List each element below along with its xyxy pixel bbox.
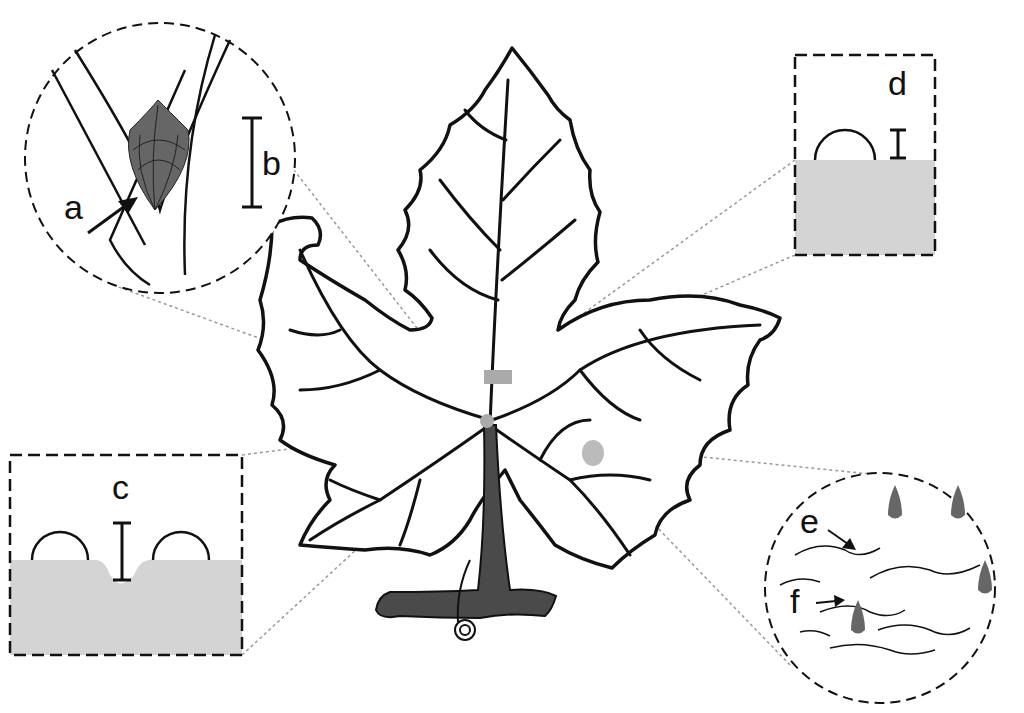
tendril-loop — [460, 625, 470, 635]
leaf-veins — [290, 80, 760, 555]
pointer-arrow — [816, 601, 836, 603]
sample-marker — [484, 370, 512, 384]
tendril-loop — [455, 620, 475, 640]
depth-bar — [113, 523, 131, 580]
trichomes — [851, 485, 992, 634]
tissue-section — [795, 160, 935, 255]
cell-dome — [153, 532, 209, 560]
cell-dome — [815, 130, 875, 160]
arrowhead — [118, 197, 138, 214]
callout-letter: b — [262, 146, 281, 180]
pointer-arrow — [828, 530, 848, 544]
inset-box — [795, 55, 935, 255]
sample-marker — [480, 414, 494, 428]
cell-dome — [32, 532, 88, 560]
hairs — [780, 546, 980, 654]
vein-fork — [52, 35, 230, 285]
inset-box-border — [10, 455, 242, 655]
bud — [128, 100, 189, 210]
pointer-arrow — [88, 206, 125, 233]
inset-circle — [25, 23, 295, 293]
callout-letter: a — [64, 190, 83, 224]
leaf-outline — [258, 48, 780, 568]
scale-bar — [242, 118, 262, 207]
callout-letter: c — [112, 470, 129, 504]
tissue-section — [10, 560, 242, 655]
arrowhead — [834, 595, 845, 607]
petiole — [376, 425, 556, 618]
callout-letter: d — [888, 66, 907, 100]
inset-box — [10, 455, 242, 655]
inset-circle — [765, 473, 995, 703]
tendril — [458, 560, 470, 622]
inset-box-border — [795, 55, 935, 255]
callout-letter: e — [800, 504, 819, 538]
callout-letter: f — [790, 584, 799, 618]
sample-marker — [582, 440, 604, 466]
height-bar — [890, 130, 906, 158]
arrowhead — [842, 538, 856, 550]
